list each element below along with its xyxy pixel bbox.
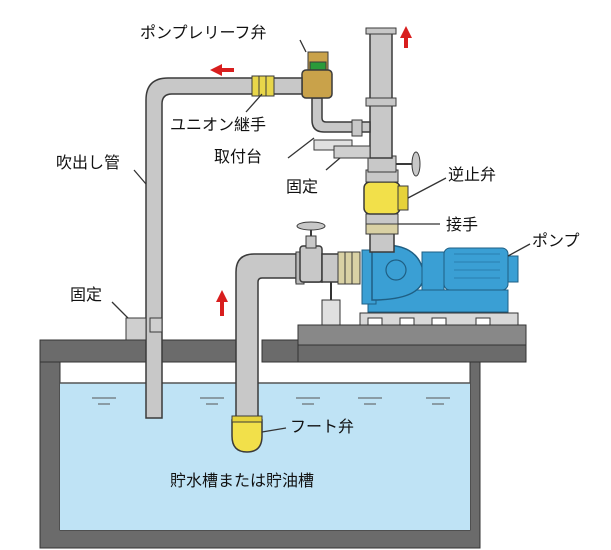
label-discharge-pipe: 吹出し管 xyxy=(56,153,120,172)
discharge-stack xyxy=(363,27,421,253)
tank-rim-mid xyxy=(159,339,241,363)
label-mounting-base: 取付台 xyxy=(214,147,262,166)
tank xyxy=(39,339,481,549)
flow-arrow-left xyxy=(210,64,234,76)
flow-arrow-up-top xyxy=(400,26,412,48)
pump xyxy=(361,244,519,313)
discharge-pipe xyxy=(125,75,303,419)
foot-valve-top xyxy=(231,415,263,423)
pump-platform xyxy=(297,278,527,363)
label-foot-valve: フート弁 xyxy=(290,417,354,436)
label-fixed-top: 固定 xyxy=(286,177,318,196)
label-pump: ポンプ xyxy=(532,231,580,250)
tank-rim-left xyxy=(39,339,151,363)
label-check-valve: 逆止弁 xyxy=(448,165,496,184)
union-joint-fitting xyxy=(251,75,275,97)
flow-arrow-up-suction xyxy=(216,290,228,316)
water-ripples xyxy=(92,397,450,405)
relief-valve xyxy=(301,51,333,99)
foot-valve xyxy=(231,419,263,453)
label-pump-relief-valve: ポンプレリーフ弁 xyxy=(140,23,267,42)
water xyxy=(60,383,470,530)
relief-branch xyxy=(311,97,371,159)
label-union-joint: ユニオン継手 xyxy=(170,115,266,134)
label-fixed-left: 固定 xyxy=(70,285,102,304)
label-joint: 接手 xyxy=(446,215,478,234)
leader-lines xyxy=(111,39,531,433)
suction-pipe xyxy=(235,221,361,433)
label-tank: 貯水槽または貯油槽 xyxy=(170,471,314,490)
